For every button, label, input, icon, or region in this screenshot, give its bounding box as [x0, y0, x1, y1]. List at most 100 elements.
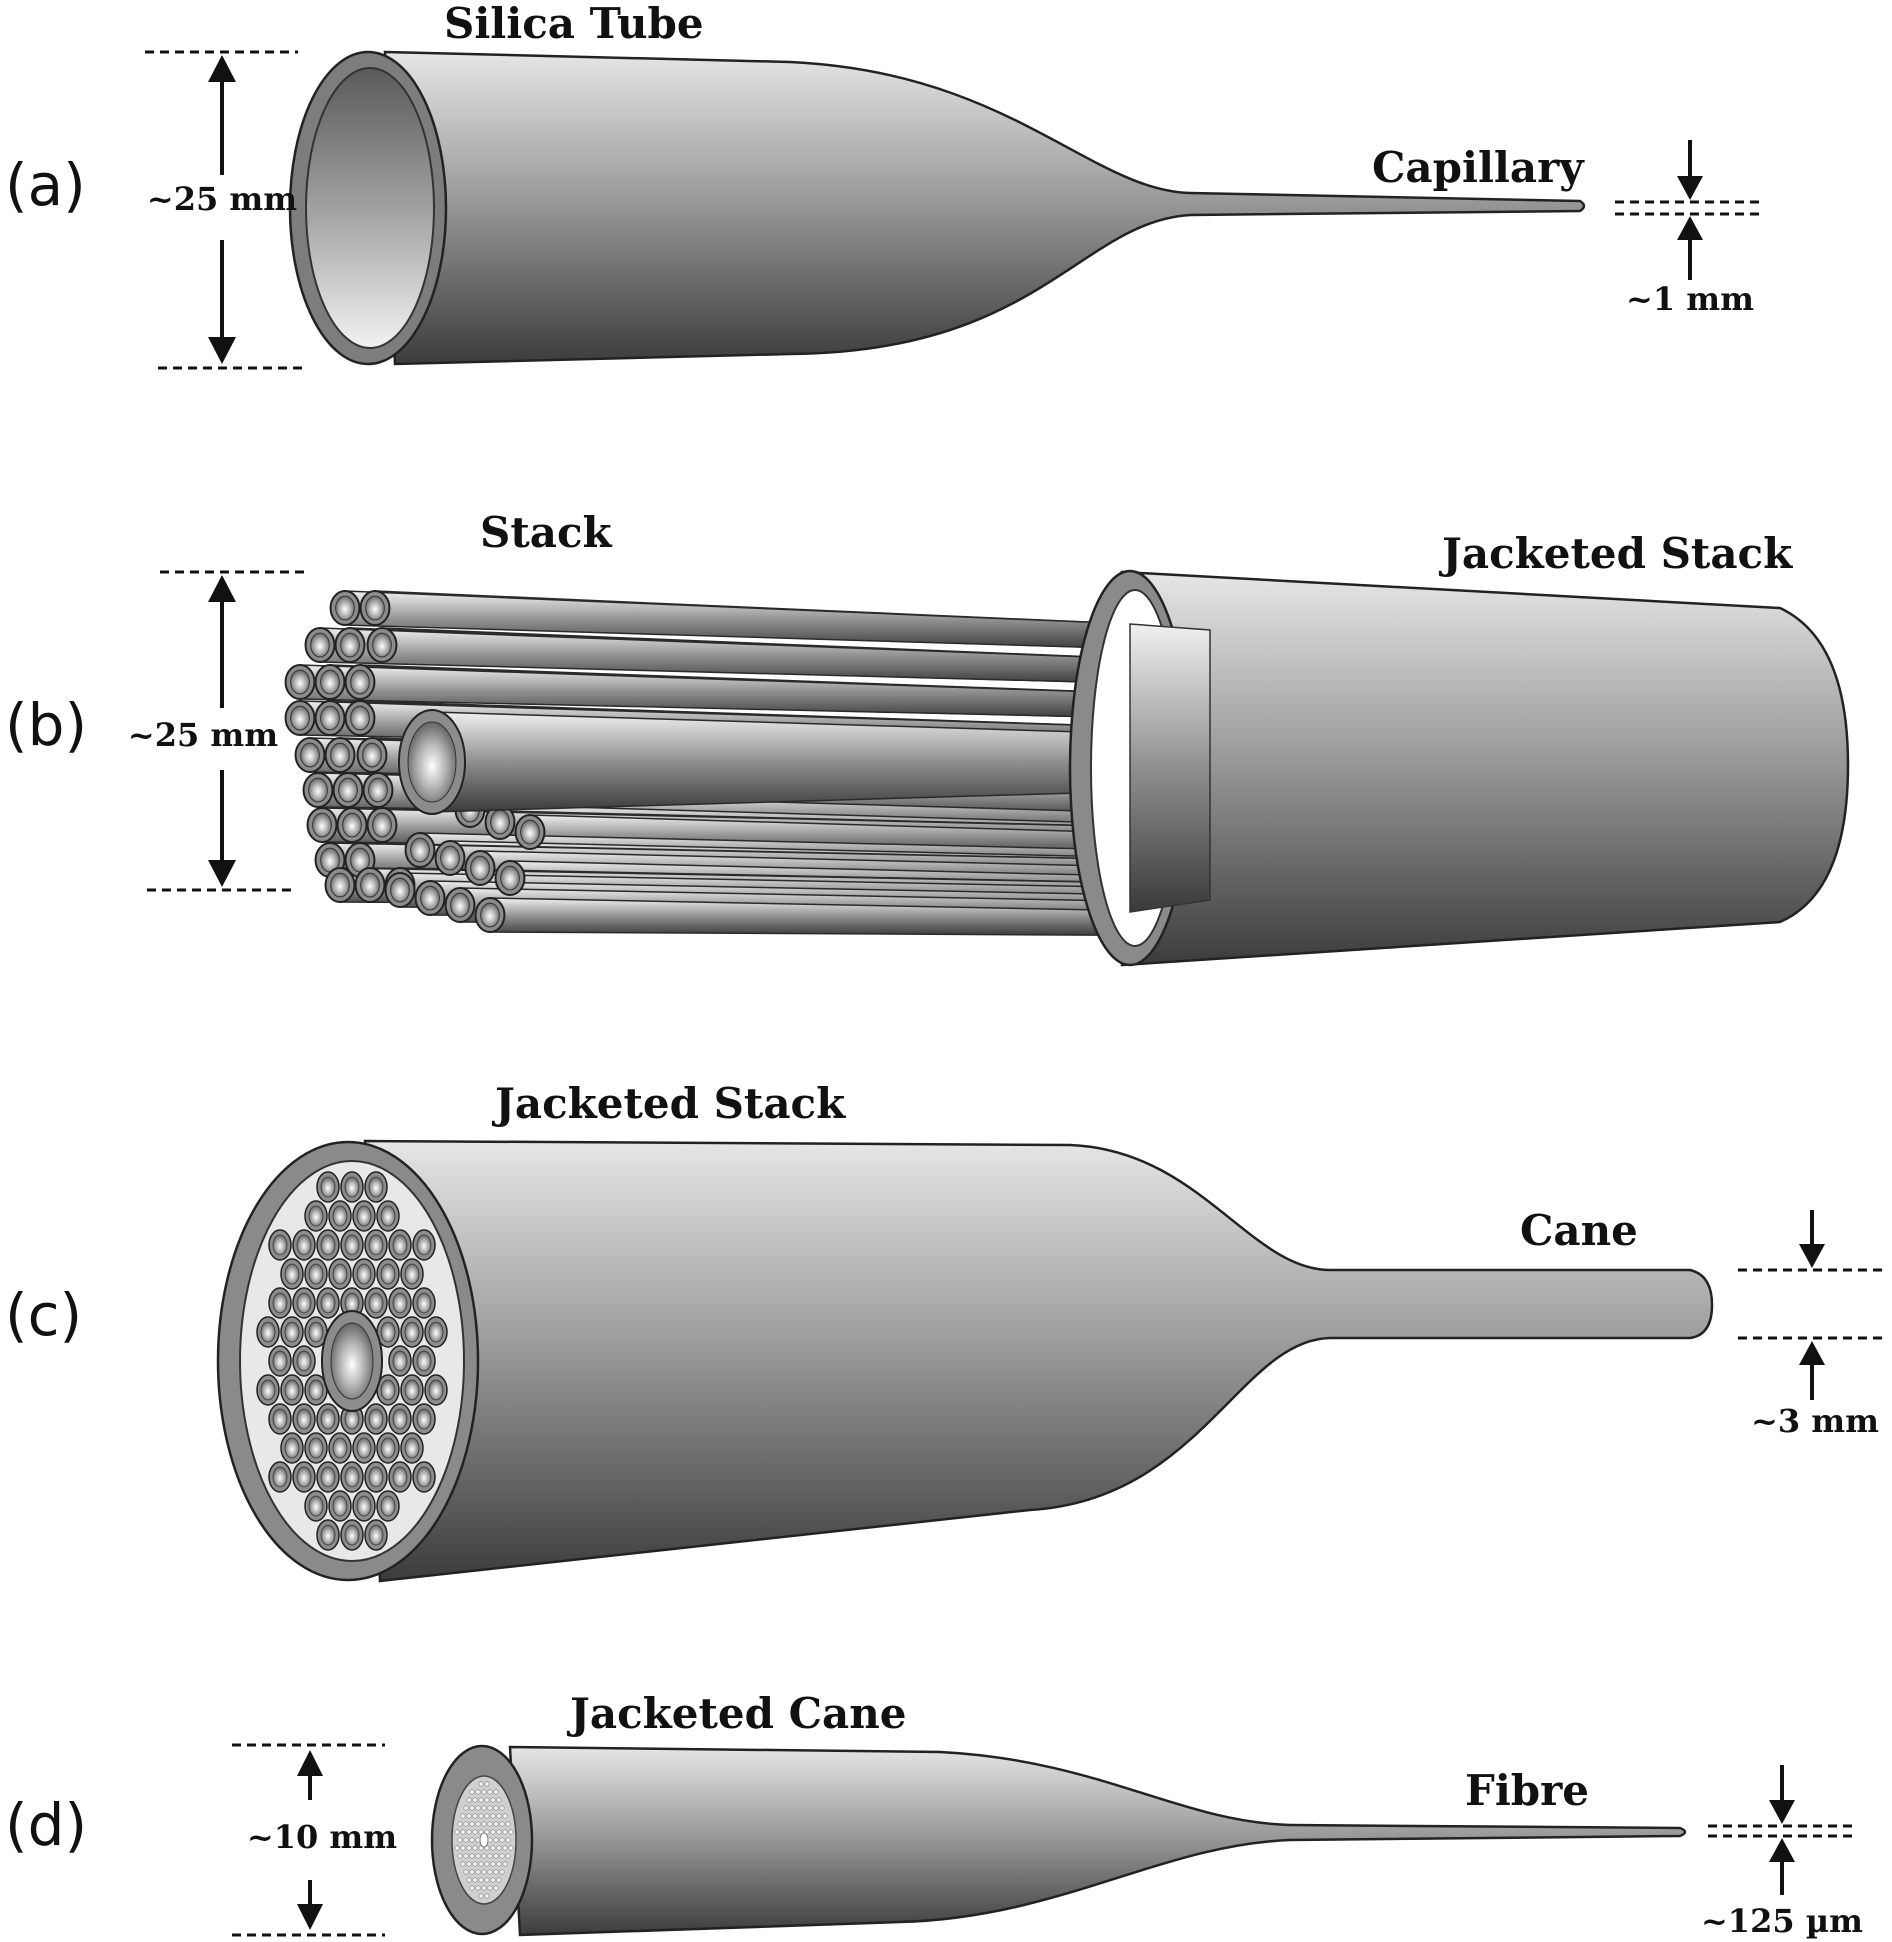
stack-rod-bore: [320, 669, 340, 695]
cane-hole: [475, 1885, 481, 1891]
cane-rod-bore: [260, 1321, 276, 1343]
stack-rod-bore: [368, 777, 388, 803]
cane-hole: [454, 1829, 460, 1835]
cane-hole: [505, 1837, 511, 1843]
cane-rod-bore: [368, 1408, 384, 1430]
cane-title: Cane: [1520, 1206, 1638, 1255]
stack-rod-bore: [320, 705, 340, 731]
stack-rod-bore: [500, 865, 520, 891]
stack-rod-bore: [342, 812, 362, 838]
arrow-down-icon: [1769, 1800, 1795, 1824]
stack-rod-bore: [338, 777, 358, 803]
cane-rod-bore: [416, 1234, 432, 1256]
cane-hole: [469, 1805, 475, 1811]
cane-hole: [466, 1845, 472, 1851]
arrow-up-icon: [297, 1750, 323, 1776]
cane-rod-bore: [332, 1263, 348, 1285]
cane-hole: [502, 1861, 508, 1867]
cane-rod-bore: [320, 1466, 336, 1488]
cane-hole: [478, 1797, 484, 1803]
cane-rod-bore: [320, 1176, 336, 1198]
cane-hole: [487, 1885, 493, 1891]
cane-hole: [475, 1805, 481, 1811]
cane-rod-bore: [344, 1234, 360, 1256]
cane-hole: [499, 1837, 505, 1843]
cane-hole: [478, 1845, 484, 1851]
cane-hole: [478, 1829, 484, 1835]
cane-rod-bore: [356, 1495, 372, 1517]
cane-hole: [502, 1845, 508, 1851]
panel-b: (b) Stack Jacketed Stack ~25 mm: [5, 508, 1850, 967]
cane-hole: [499, 1853, 505, 1859]
cane-rod-bore: [320, 1408, 336, 1430]
stack-rod-bore: [420, 885, 440, 911]
cane-rod-bore: [308, 1379, 324, 1401]
cane-hole: [502, 1813, 508, 1819]
panel-a-label: (a): [5, 151, 86, 219]
cane-hole: [481, 1821, 487, 1827]
panel-d-label: (d): [5, 1791, 87, 1859]
cane-hole: [487, 1869, 493, 1875]
fibre-title: Fibre: [1465, 1766, 1589, 1815]
cane-rod-bore: [296, 1234, 312, 1256]
cane-hole: [466, 1829, 472, 1835]
cane-hole: [505, 1853, 511, 1859]
arrow-down-icon: [297, 1904, 323, 1930]
cane-hole: [460, 1845, 466, 1851]
capillary-title: Capillary: [1372, 143, 1585, 192]
dim-a-right-label: ~1 mm: [1626, 280, 1754, 318]
cane-hole: [487, 1789, 493, 1795]
jacket-tube-body: [1120, 570, 1850, 967]
panel-b-label: (b): [5, 691, 87, 759]
cane-rod-bore: [368, 1466, 384, 1488]
cane-rod-bore: [320, 1234, 336, 1256]
cane-hole: [493, 1789, 499, 1795]
jacketed-stack-body: [363, 1139, 1714, 1583]
cane-rod-bore: [368, 1234, 384, 1256]
cane-hole: [481, 1853, 487, 1859]
cane-rod-bore: [308, 1495, 324, 1517]
cane-hole: [469, 1821, 475, 1827]
cane-rod-bore: [380, 1321, 396, 1343]
cane-rod-bore: [368, 1176, 384, 1198]
arrow-down-icon: [208, 337, 236, 364]
cane-hole: [472, 1829, 478, 1835]
arrow-up-icon: [1769, 1838, 1795, 1862]
cane-hole: [493, 1805, 499, 1811]
cane-rod-bore: [272, 1292, 288, 1314]
cane-hole: [496, 1845, 502, 1851]
silica-tube-body: [383, 50, 1586, 366]
cane-hole: [493, 1821, 499, 1827]
cane-hole: [466, 1813, 472, 1819]
jacketed-stack-title-c: Jacketed Stack: [491, 1079, 846, 1128]
cane-hole: [484, 1829, 490, 1835]
cane-rod-bore: [380, 1205, 396, 1227]
cane-rod-bore: [392, 1292, 408, 1314]
cane-rod-bore: [356, 1437, 372, 1459]
cane-rod-bore: [272, 1234, 288, 1256]
cane-rod-bore: [296, 1466, 312, 1488]
cane-rod-bore: [392, 1234, 408, 1256]
cane-hole: [460, 1861, 466, 1867]
cane-hole: [472, 1877, 478, 1883]
cane-rod-bore: [416, 1408, 432, 1430]
silica-tube-bore: [305, 67, 435, 349]
cane-rod-bore: [404, 1437, 420, 1459]
cane-hole: [499, 1805, 505, 1811]
cane-hole: [457, 1853, 463, 1859]
cane-rod-bore: [428, 1321, 444, 1343]
cane-hole: [508, 1829, 514, 1835]
cane-hole: [484, 1861, 490, 1867]
cane-hole: [460, 1829, 466, 1835]
cane-hole: [472, 1861, 478, 1867]
arrow-up-icon: [1677, 216, 1703, 240]
dim-b-left-label: ~25 mm: [128, 716, 278, 754]
stack-rod-bore: [290, 669, 310, 695]
cane-rod-bore: [380, 1437, 396, 1459]
cane-rod-bore: [392, 1350, 408, 1372]
cane-rod-bore: [308, 1321, 324, 1343]
cane-hole: [463, 1853, 469, 1859]
cane-core-hole: [479, 1832, 489, 1848]
cane-hole: [490, 1877, 496, 1883]
cane-rod-bore: [344, 1176, 360, 1198]
